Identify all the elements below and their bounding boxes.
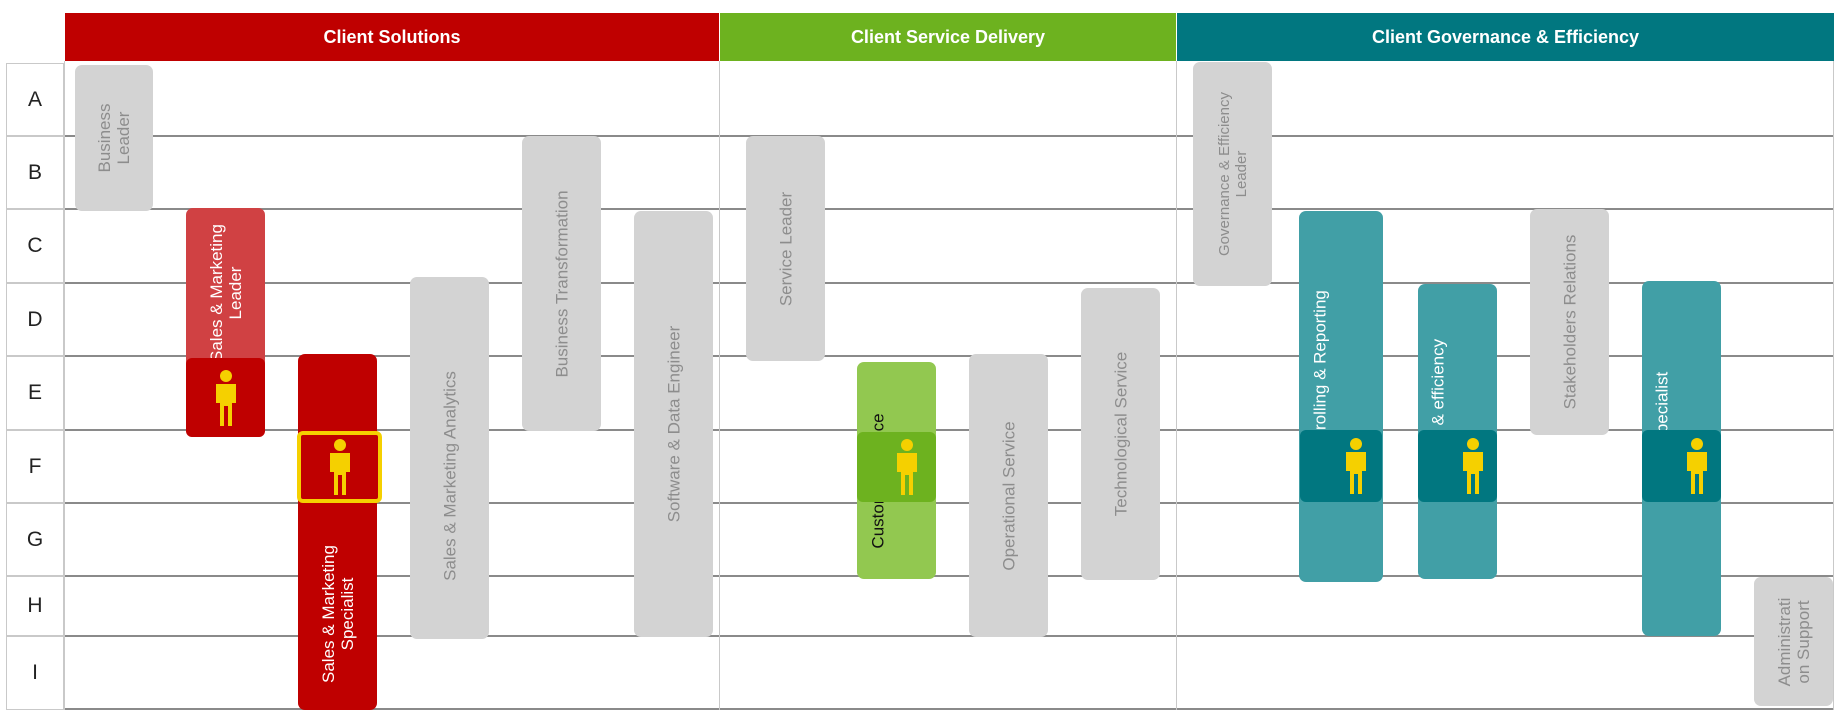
row-label-text: A bbox=[27, 87, 42, 111]
person-slot-quality-efficiency[interactable] bbox=[1418, 430, 1497, 502]
role-label: Governance & Efficiency Leader bbox=[1215, 92, 1250, 256]
row-label-text: E bbox=[27, 381, 42, 404]
person-slot-coe-specialist[interactable] bbox=[1642, 430, 1721, 502]
role-label: Business Transformation bbox=[552, 189, 571, 378]
grid-line bbox=[64, 135, 1834, 137]
person-slot-sales-marketing-specialist[interactable] bbox=[297, 431, 382, 503]
row-label-e: E bbox=[6, 356, 64, 430]
row-label-text: D bbox=[27, 307, 43, 331]
person-icon bbox=[1686, 438, 1707, 494]
role-label: Administrati on Support bbox=[1774, 597, 1813, 686]
person-icon bbox=[1462, 438, 1483, 494]
row-label-g: G bbox=[6, 503, 64, 576]
grid-line bbox=[64, 282, 1834, 284]
grid-line bbox=[64, 708, 1834, 710]
role-label: Technological Service bbox=[1111, 351, 1130, 517]
role-label: Business Leader bbox=[95, 103, 133, 173]
role-sales-marketing-specialist[interactable]: Sales & Marketing Specialist bbox=[298, 354, 377, 710]
role-label: Service Leader bbox=[776, 191, 795, 306]
row-label-a: A bbox=[6, 63, 64, 136]
row-label-text: G bbox=[26, 527, 44, 551]
role-label: Operational Service bbox=[999, 420, 1018, 571]
column-divider bbox=[64, 61, 65, 710]
column-divider bbox=[719, 61, 720, 710]
column-header-label: Client Governance & Efficiency bbox=[1371, 26, 1640, 47]
role-controlling-reporting[interactable]: Controlling & Reporting bbox=[1299, 211, 1383, 582]
role-business-transformation[interactable]: Business Transformation bbox=[522, 136, 601, 431]
role-service-leader[interactable]: Service Leader bbox=[746, 136, 825, 361]
column-header-label: Client Solutions bbox=[323, 26, 461, 47]
column-header-client-service-delivery: Client Service Delivery bbox=[720, 13, 1176, 61]
role-label: Sales & Marketing Analytics bbox=[440, 371, 459, 581]
row-label-text: I bbox=[32, 661, 38, 684]
role-governance-efficiency-leader[interactable]: Governance & Efficiency Leader bbox=[1193, 62, 1272, 286]
grid-line bbox=[64, 429, 1834, 431]
person-icon bbox=[215, 369, 236, 426]
person-slot-controlling-reporting[interactable] bbox=[1300, 430, 1382, 502]
grid-line bbox=[64, 355, 1834, 357]
role-stakeholders-relations[interactable]: Stakeholders Relations bbox=[1530, 209, 1609, 435]
role-technological-service[interactable]: Technological Service bbox=[1081, 288, 1160, 580]
row-label-c: C bbox=[6, 209, 64, 283]
person-icon bbox=[1346, 438, 1366, 494]
role-label: Sales & Marketing Specialist bbox=[318, 544, 357, 683]
person-icon bbox=[896, 439, 917, 495]
row-label-h: H bbox=[6, 576, 64, 636]
role-label: Stakeholders Relations bbox=[1560, 234, 1579, 410]
column-divider bbox=[1833, 61, 1834, 710]
row-label-b: B bbox=[6, 136, 64, 209]
row-label-text: H bbox=[27, 594, 43, 617]
row-label-i: I bbox=[6, 636, 64, 710]
grid-line bbox=[64, 575, 1834, 577]
role-business-leader[interactable]: Business Leader bbox=[75, 65, 153, 211]
role-administration-support[interactable]: Administrati on Support bbox=[1754, 577, 1833, 706]
person-slot-sales-marketing-leader[interactable] bbox=[186, 358, 265, 437]
role-label: Sales & Marketing Leader bbox=[206, 223, 245, 362]
grid-line bbox=[64, 635, 1834, 637]
column-divider bbox=[1176, 61, 1177, 710]
grid-line bbox=[64, 502, 1834, 504]
role-software-data-engineer[interactable]: Software & Data Engineer bbox=[634, 211, 713, 637]
row-label-f: F bbox=[6, 430, 64, 503]
column-header-label: Client Service Delivery bbox=[850, 26, 1046, 47]
role-sales-marketing-analytics[interactable]: Sales & Marketing Analytics bbox=[410, 277, 489, 639]
column-header-client-governance: Client Governance & Efficiency bbox=[1177, 13, 1834, 61]
row-label-d: D bbox=[6, 283, 64, 356]
row-label-text: B bbox=[27, 160, 42, 184]
role-operational-service[interactable]: Operational Service bbox=[969, 354, 1048, 637]
row-label-text: F bbox=[28, 454, 42, 478]
person-icon bbox=[329, 439, 350, 495]
person-slot-customer-service[interactable] bbox=[857, 432, 936, 502]
role-label: Software & Data Engineer bbox=[664, 325, 683, 523]
grid-line bbox=[64, 208, 1834, 210]
column-header-client-solutions: Client Solutions bbox=[65, 13, 719, 61]
row-label-text: C bbox=[27, 234, 43, 257]
